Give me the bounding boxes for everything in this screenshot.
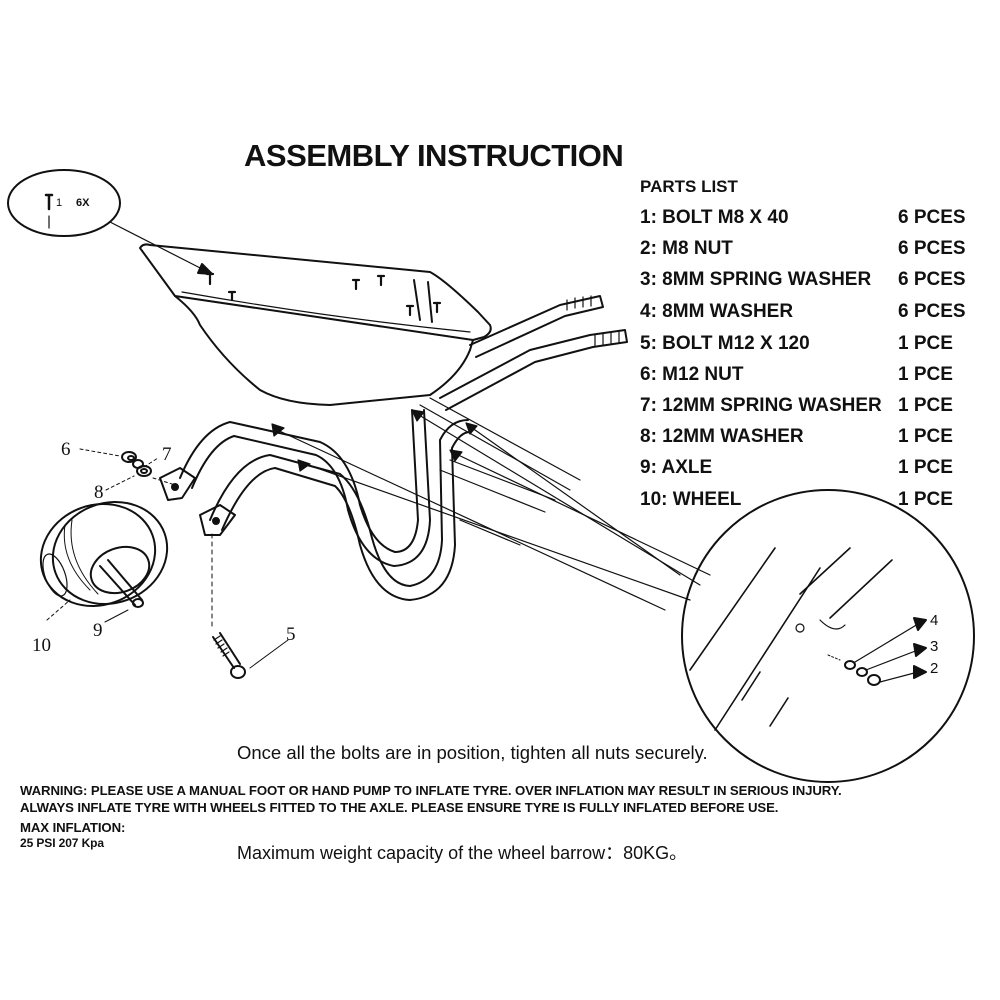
detail-inset bbox=[681, 489, 975, 783]
tighten-instruction: Once all the bolts are in position, tigh… bbox=[237, 742, 708, 763]
callout-5: 5 bbox=[286, 624, 296, 645]
part-qty: 1 PCE bbox=[898, 364, 953, 385]
part-row: 8: 12MM WASHER 1 PCE bbox=[640, 426, 970, 452]
part-name: 8: 12MM WASHER bbox=[640, 426, 804, 447]
warning-line-2: ALWAYS INFLATE TYRE WITH WHEELS FITTED T… bbox=[20, 800, 779, 815]
tray-bolts bbox=[205, 272, 442, 317]
part-qty: 6 PCES bbox=[898, 269, 966, 290]
part-row: 3: 8MM SPRING WASHER 6 PCES bbox=[640, 269, 970, 295]
part-name: 10: WHEEL bbox=[640, 489, 742, 510]
callout-8: 8 bbox=[94, 482, 104, 503]
part-qty: 6 PCES bbox=[898, 301, 966, 322]
bolt-inset bbox=[7, 169, 213, 275]
callout-6: 6 bbox=[61, 439, 71, 460]
part-row: 10: WHEEL 1 PCE bbox=[640, 489, 970, 515]
frame bbox=[159, 397, 581, 601]
axle bbox=[99, 559, 144, 608]
wheel bbox=[39, 500, 169, 608]
part-name: 4: 8MM WASHER bbox=[640, 301, 794, 322]
max-weight-capacity: Maximum weight capacity of the wheel bar… bbox=[237, 843, 688, 863]
part-name: 9: AXLE bbox=[640, 457, 713, 478]
part-name: 1: BOLT M8 X 40 bbox=[640, 207, 789, 228]
part-row: 4: 8MM WASHER 6 PCES bbox=[640, 301, 970, 327]
tray bbox=[139, 243, 492, 406]
inset-bolt-count: 6X bbox=[76, 197, 90, 209]
part-qty: 1 PCE bbox=[898, 395, 953, 416]
part-qty: 6 PCES bbox=[898, 207, 966, 228]
nut-washers bbox=[121, 451, 173, 485]
part-qty: 1 PCE bbox=[898, 457, 953, 478]
max-inflation-label: MAX INFLATION: bbox=[20, 820, 126, 835]
callout-9: 9 bbox=[93, 620, 103, 641]
part-name: 6: M12 NUT bbox=[640, 364, 744, 385]
part-name: 5: BOLT M12 X 120 bbox=[640, 333, 810, 354]
part-row: 5: BOLT M12 X 120 1 PCE bbox=[640, 333, 970, 359]
part-qty: 1 PCE bbox=[898, 426, 953, 447]
callout-leaders bbox=[46, 448, 289, 669]
part-row: 2: M8 NUT 6 PCES bbox=[640, 238, 970, 264]
part-row: 7: 12MM SPRING WASHER 1 PCE bbox=[640, 395, 970, 421]
parts-list-heading: PARTS LIST bbox=[640, 177, 738, 196]
handles bbox=[439, 295, 628, 411]
part-row: 9: AXLE 1 PCE bbox=[640, 457, 970, 483]
part-qty: 6 PCES bbox=[898, 238, 966, 259]
max-inflation-value: 25 PSI 207 Kpa bbox=[20, 836, 104, 850]
part-name: 7: 12MM SPRING WASHER bbox=[640, 395, 882, 416]
callout-3: 3 bbox=[930, 638, 938, 655]
inset-bolt-number: 1 bbox=[56, 197, 62, 209]
warning-line-1: WARNING: PLEASE USE A MANUAL FOOT OR HAN… bbox=[20, 783, 842, 798]
callout-10: 10 bbox=[32, 635, 51, 656]
bolt-m12 bbox=[211, 533, 246, 679]
part-qty: 1 PCE bbox=[898, 333, 953, 354]
part-row: 6: M12 NUT 1 PCE bbox=[640, 364, 970, 390]
part-qty: 1 PCE bbox=[898, 489, 953, 510]
callout-7: 7 bbox=[162, 444, 172, 465]
callout-2: 2 bbox=[930, 660, 938, 677]
assembly-guide-lines bbox=[271, 409, 711, 611]
part-name: 3: 8MM SPRING WASHER bbox=[640, 269, 872, 290]
part-row: 1: BOLT M8 X 40 6 PCES bbox=[640, 207, 970, 233]
page-title: ASSEMBLY INSTRUCTION bbox=[244, 138, 624, 173]
callout-4: 4 bbox=[930, 612, 938, 629]
part-name: 2: M8 NUT bbox=[640, 238, 733, 259]
